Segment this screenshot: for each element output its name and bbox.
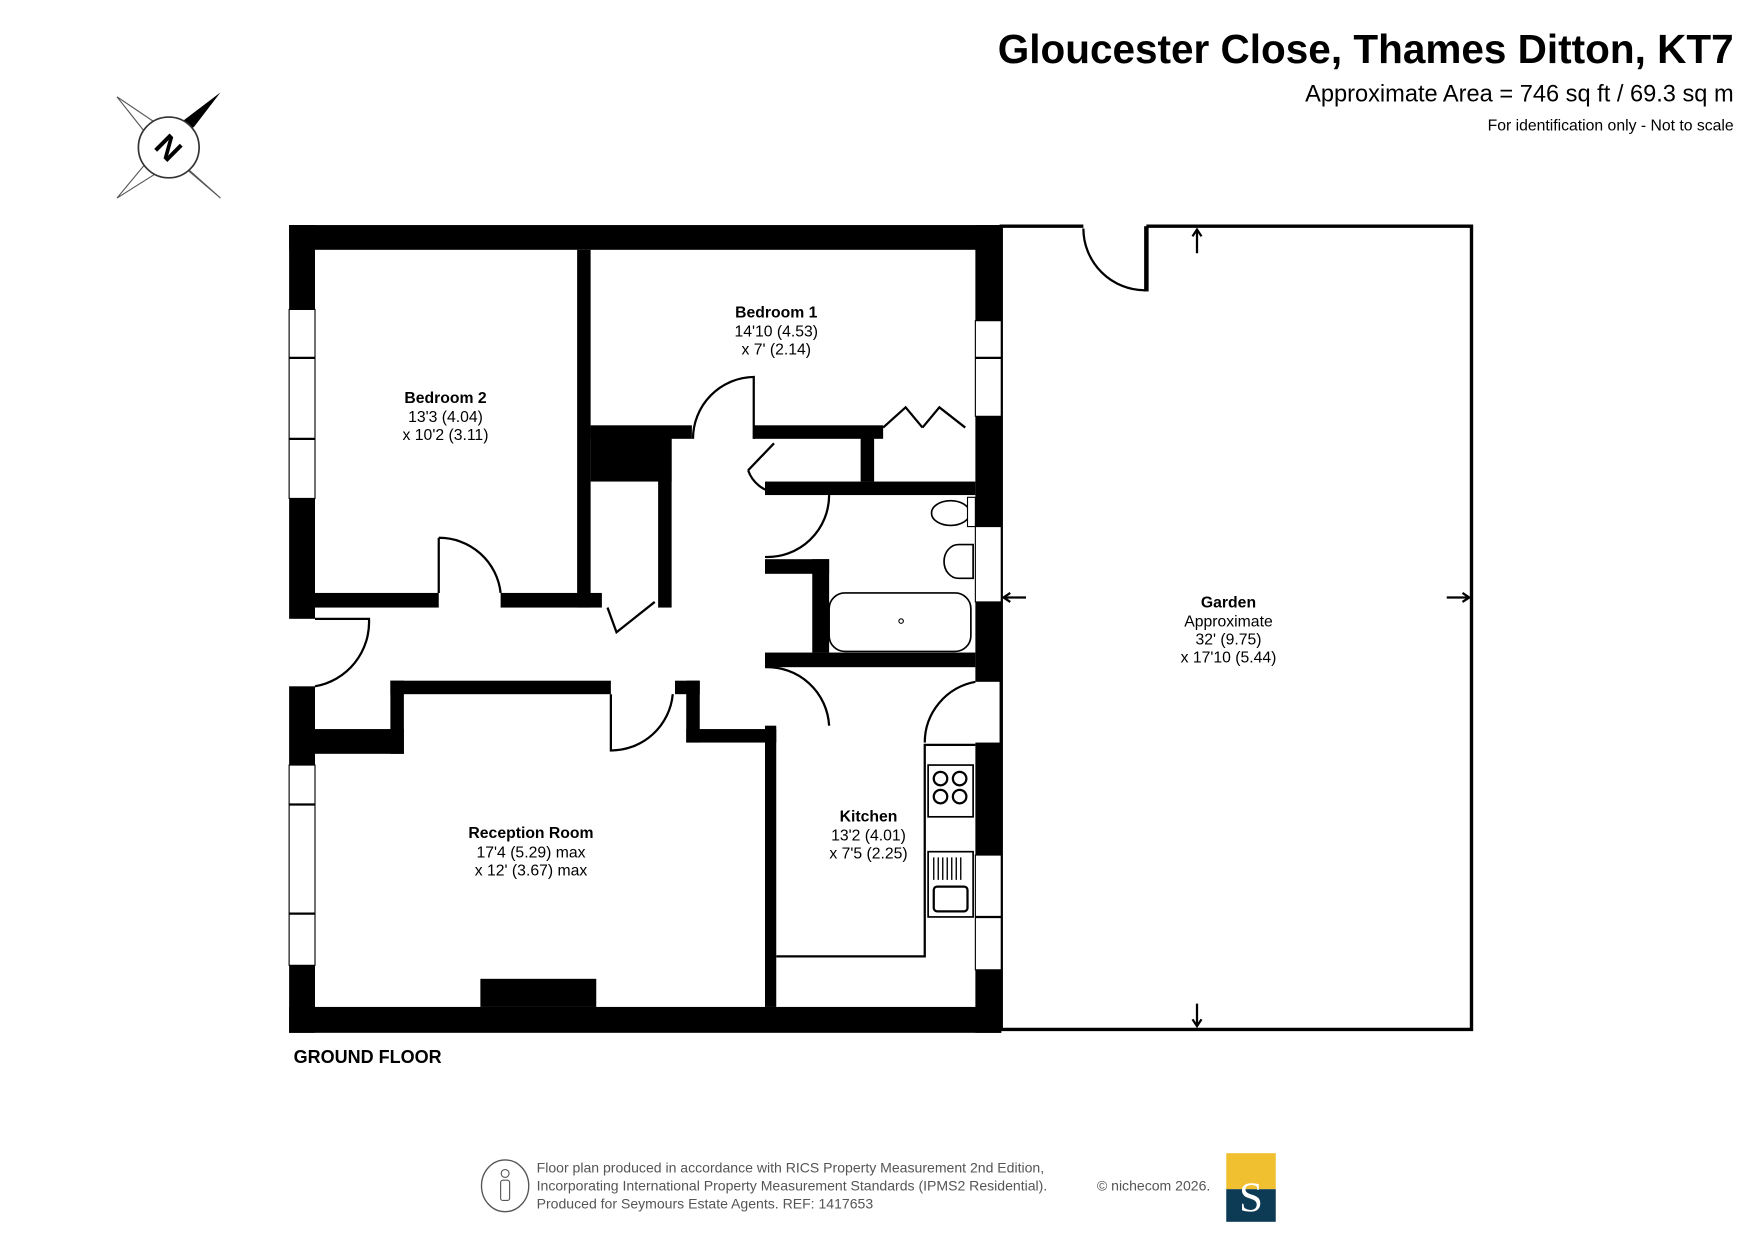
doors bbox=[314, 375, 976, 752]
disclaimer: For identification only - Not to scale bbox=[1488, 118, 1734, 135]
walls bbox=[288, 225, 1002, 1033]
svg-text:Bedroom 2: Bedroom 2 bbox=[404, 390, 487, 407]
bath-icon bbox=[828, 592, 972, 653]
svg-text:13'2 (4.01): 13'2 (4.01) bbox=[831, 827, 906, 844]
svg-text:x 7' (2.14): x 7' (2.14) bbox=[741, 341, 811, 358]
svg-text:Produced for Seymours Estate A: Produced for Seymours Estate Agents. REF… bbox=[537, 1195, 874, 1211]
compass-north-icon: N bbox=[116, 92, 221, 199]
svg-text:Bedroom 1: Bedroom 1 bbox=[735, 304, 818, 321]
svg-text:x 12' (3.67) max: x 12' (3.67) max bbox=[475, 862, 588, 879]
sink-icon bbox=[927, 850, 974, 918]
svg-text:14'10 (4.53): 14'10 (4.53) bbox=[734, 323, 818, 340]
svg-text:x 10'2 (3.11): x 10'2 (3.11) bbox=[403, 427, 489, 444]
svg-text:Garden: Garden bbox=[1201, 595, 1256, 612]
svg-text:Incorporating International Pr: Incorporating International Property Mea… bbox=[537, 1177, 1048, 1193]
svg-text:x 17'10 (5.44): x 17'10 (5.44) bbox=[1181, 650, 1277, 667]
svg-text:x 7'5 (2.25): x 7'5 (2.25) bbox=[829, 845, 907, 862]
room-bedroom-1: Bedroom 1 14'10 (4.53) x 7' (2.14) bbox=[734, 304, 818, 358]
toilet-icon bbox=[930, 496, 976, 528]
property-title: Gloucester Close, Thames Ditton, KT7 bbox=[998, 26, 1734, 72]
svg-text:13'3 (4.04): 13'3 (4.04) bbox=[408, 409, 483, 426]
svg-text:S: S bbox=[1239, 1175, 1263, 1222]
seymours-logo: S bbox=[1226, 1153, 1276, 1222]
room-bedroom-2: Bedroom 2 13'3 (4.04) x 10'2 (3.11) bbox=[403, 390, 489, 444]
svg-text:Approximate: Approximate bbox=[1184, 614, 1273, 631]
room-reception: Reception Room 17'4 (5.29) max x 12' (3.… bbox=[468, 825, 593, 879]
svg-text:Reception Room: Reception Room bbox=[468, 825, 593, 842]
rics-person-icon bbox=[480, 1159, 530, 1213]
svg-text:© nichecom 2026.: © nichecom 2026. bbox=[1097, 1177, 1210, 1193]
svg-text:32' (9.75): 32' (9.75) bbox=[1195, 632, 1261, 649]
svg-text:Floor plan produced in accorda: Floor plan produced in accordance with R… bbox=[537, 1159, 1045, 1175]
approximate-area: Approximate Area = 746 sq ft / 69.3 sq m bbox=[1305, 81, 1734, 107]
room-kitchen: Kitchen 13'2 (4.01) x 7'5 (2.25) bbox=[829, 808, 907, 862]
footer-text: Floor plan produced in accordance with R… bbox=[537, 1159, 1211, 1211]
room-garden: Garden Approximate 32' (9.75) x 17'10 (5… bbox=[1181, 595, 1277, 667]
svg-text:Kitchen: Kitchen bbox=[840, 808, 898, 825]
floor-label: GROUND FLOOR bbox=[294, 1047, 442, 1067]
hob-icon bbox=[927, 764, 974, 818]
basin-icon bbox=[943, 543, 974, 580]
svg-text:17'4 (5.29) max: 17'4 (5.29) max bbox=[477, 844, 586, 861]
